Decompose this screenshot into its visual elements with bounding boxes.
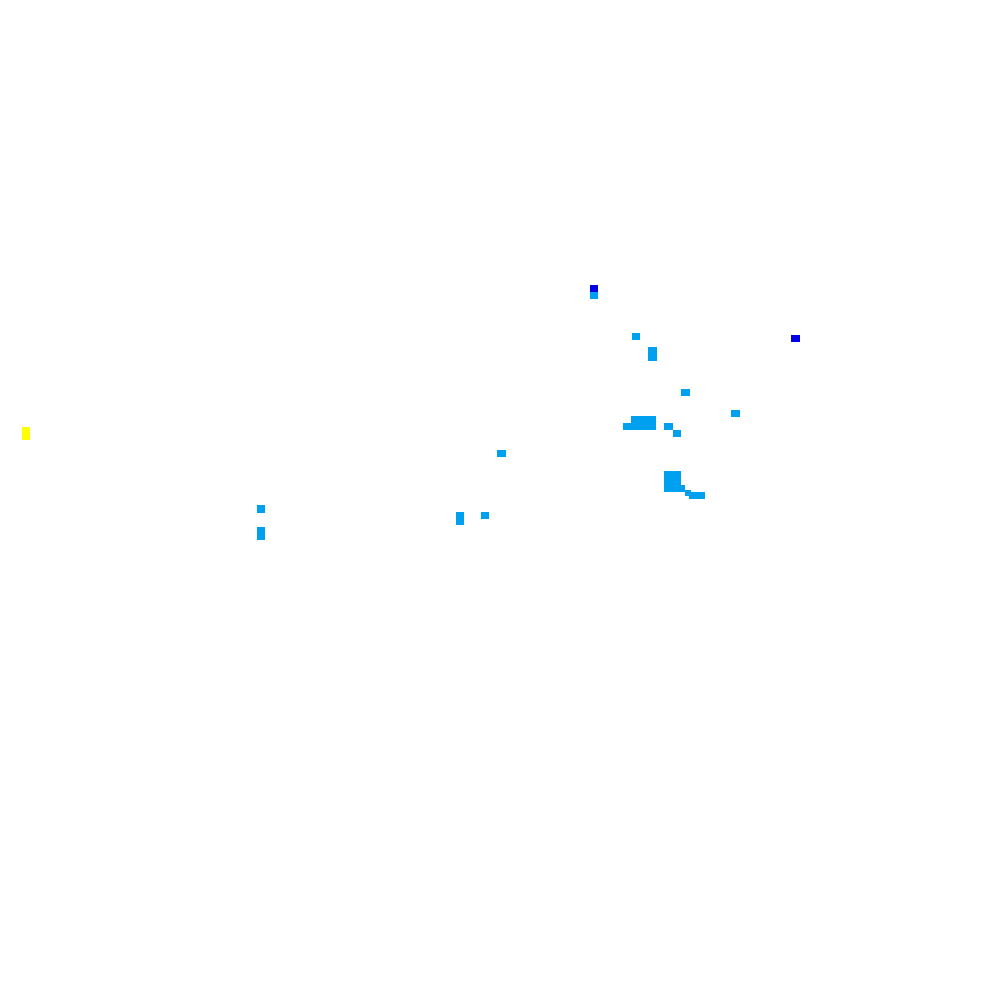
light-blue-cell <box>673 430 681 437</box>
light-blue-cell <box>632 333 640 340</box>
light-blue-cell <box>664 471 681 492</box>
light-blue-cell <box>731 410 740 417</box>
light-blue-cell <box>648 347 657 361</box>
light-blue-cell <box>497 450 506 457</box>
light-blue-cell <box>590 292 598 299</box>
dark-blue-cell <box>590 285 598 292</box>
light-blue-cell <box>456 512 464 525</box>
light-blue-cell <box>664 423 673 430</box>
light-blue-cell <box>481 512 489 519</box>
light-blue-cell <box>631 416 656 430</box>
yellow-cell <box>22 427 30 440</box>
light-blue-cell <box>679 485 685 492</box>
light-blue-cell <box>623 423 632 430</box>
light-blue-cell <box>689 492 705 499</box>
dark-blue-cell <box>791 335 800 342</box>
light-blue-cell <box>685 490 691 496</box>
light-blue-cell <box>681 389 690 396</box>
light-blue-cell <box>257 527 265 540</box>
light-blue-cell <box>257 505 265 513</box>
